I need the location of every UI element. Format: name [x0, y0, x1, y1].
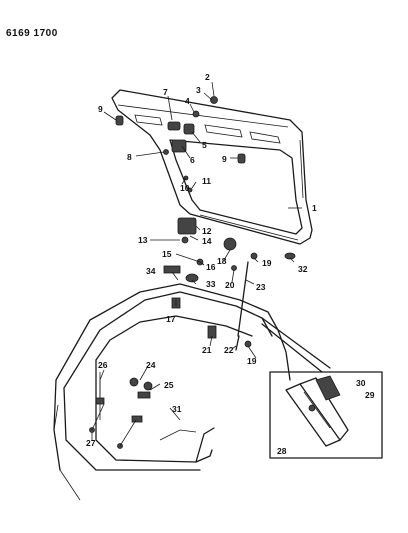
callout-9-left: 9 [98, 104, 103, 114]
callout-9-right: 9 [222, 154, 227, 164]
callout-14: 14 [202, 236, 212, 246]
weatherstrip-detail-inset [261, 317, 383, 459]
callout-33: 33 [206, 279, 216, 289]
callout-24: 24 [146, 360, 156, 370]
callout-25: 25 [164, 380, 174, 390]
callout-8: 8 [127, 152, 132, 162]
diagram-code: 6169 1700 [6, 28, 58, 39]
callout-28: 28 [277, 446, 287, 456]
callout-7: 7 [163, 87, 168, 97]
callout-15: 15 [162, 249, 172, 259]
callout-26: 26 [98, 360, 108, 370]
callout-20: 20 [225, 280, 235, 290]
callout-12: 12 [202, 226, 212, 236]
callout-4: 4 [185, 96, 190, 106]
callout-16: 16 [206, 262, 216, 272]
leader-lines [91, 81, 302, 440]
callout-3: 3 [196, 85, 201, 95]
callout-19-upper: 19 [262, 258, 272, 268]
callout-11: 11 [202, 176, 211, 186]
callout-32: 32 [298, 264, 308, 274]
support-strut [207, 261, 252, 351]
lower-fasteners [89, 372, 153, 449]
callout-17: 17 [166, 314, 176, 324]
callout-30: 30 [356, 378, 366, 388]
callout-31: 31 [172, 404, 182, 414]
callout-19-lower: 19 [247, 356, 257, 366]
callout-13: 13 [138, 235, 148, 245]
callout-1: 1 [312, 203, 317, 213]
callout-34: 34 [146, 266, 156, 276]
callout-29: 29 [365, 390, 375, 400]
callout-labels: 1 2 3 4 5 6 7 8 9 9 10 11 12 13 14 15 16… [86, 72, 375, 456]
callout-2: 2 [205, 72, 210, 82]
callout-21: 21 [202, 345, 212, 355]
callout-10: 10 [180, 183, 190, 193]
callout-18: 18 [217, 256, 227, 266]
callout-22: 22 [224, 345, 234, 355]
callout-5: 5 [202, 140, 207, 150]
latch-assembly [163, 217, 296, 309]
callout-23: 23 [256, 282, 266, 292]
callout-27: 27 [86, 438, 96, 448]
hinge-parts [115, 96, 246, 193]
liftgate-panel [111, 89, 313, 245]
callout-6: 6 [190, 155, 195, 165]
